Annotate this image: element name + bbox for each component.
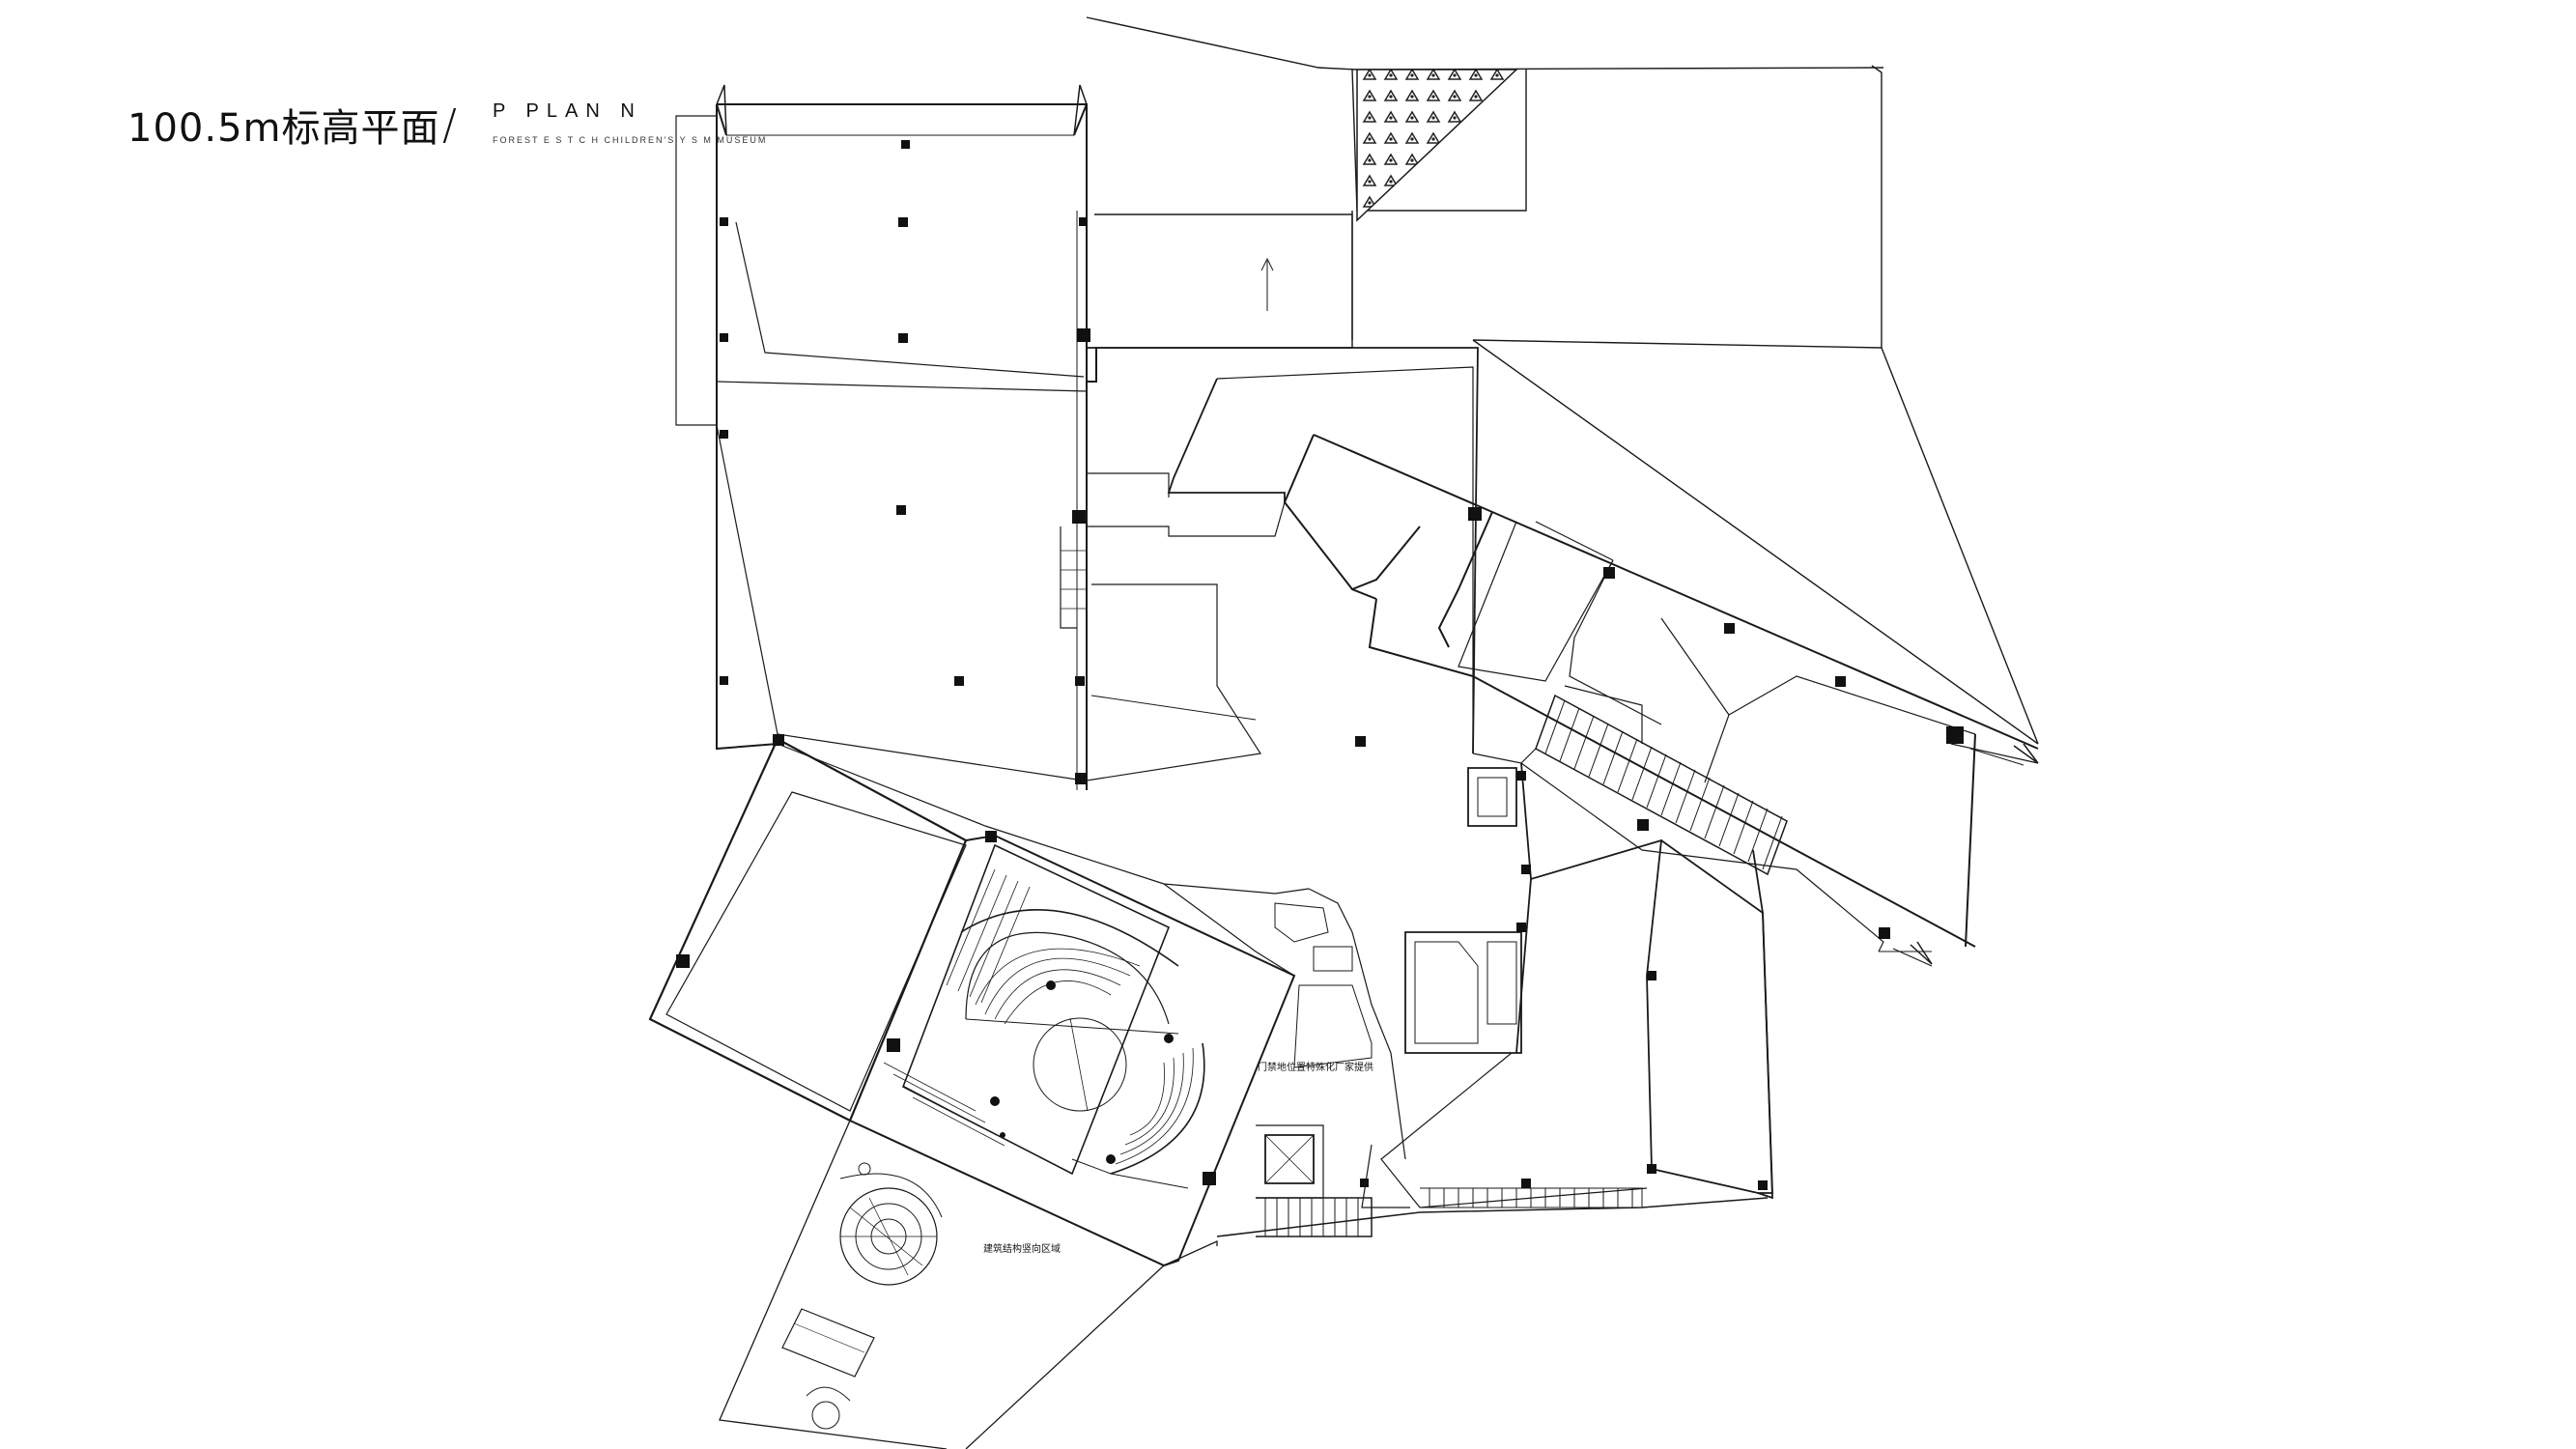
- hatched-zone: [1356, 69, 1518, 222]
- project-subtitle: FOREST E S T C H CHILDREN'S Y S M MUSEUM: [493, 135, 768, 145]
- title-separator: /: [442, 100, 457, 150]
- plan-title-cn: 100.5m标高平面: [127, 106, 440, 151]
- east-lower-block: [1380, 762, 1773, 1208]
- fire-zone-label: 门禁地位置特殊化厂家提供: [1258, 1063, 1373, 1073]
- south-stair: [1216, 1187, 1769, 1237]
- north-block: [675, 103, 1097, 790]
- central-hall: [1060, 347, 1479, 781]
- east-stair: [1472, 694, 1884, 952]
- structural-columns: [676, 140, 1964, 1190]
- site-boundary: [1086, 16, 2039, 745]
- plan-title-en: P PLAN N: [493, 100, 642, 122]
- service-core: [1163, 767, 1522, 1208]
- wall-end-caps: [716, 84, 2039, 965]
- west-gallery: [648, 737, 1296, 1267]
- amphitheater: [883, 843, 1205, 1189]
- east-wing: [1283, 434, 2039, 967]
- south-outdoor: [719, 1120, 1218, 1449]
- structure-zone-label: 建筑结构竖向区域: [983, 1244, 1061, 1255]
